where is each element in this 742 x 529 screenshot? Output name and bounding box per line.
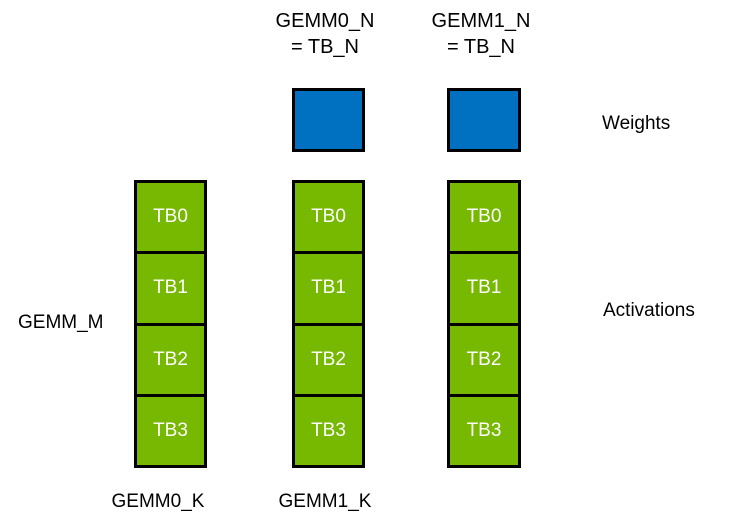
gemm1-n-label-line2: = TB_N bbox=[447, 36, 515, 58]
gemm0-n-header-label: GEMM0_N = TB_N bbox=[240, 8, 410, 60]
gemm0-n-label-line1: GEMM0_N bbox=[275, 10, 375, 32]
tb-cell: TB0 bbox=[450, 183, 518, 255]
activations-label: Activations bbox=[603, 300, 695, 321]
tb-cell: TB2 bbox=[137, 326, 204, 397]
gemm0-n-label-line2: = TB_N bbox=[291, 36, 359, 58]
gemm1-k-label: GEMM1_K bbox=[278, 491, 372, 512]
tb-cell: TB3 bbox=[466, 419, 502, 441]
tb-cell: TB2 bbox=[295, 326, 362, 397]
tb-cell: TB0 bbox=[137, 183, 204, 255]
tb-cell: TB1 bbox=[295, 254, 362, 326]
tb-cell: TB0 bbox=[295, 183, 362, 255]
activations-column-gemm1: TB0 TB1 TB2 TB3 bbox=[292, 180, 365, 468]
tb-cell: TB2 bbox=[450, 326, 518, 397]
weights-label: Weights bbox=[602, 113, 671, 134]
gemm-m-label: GEMM_M bbox=[18, 312, 104, 333]
gemm1-n-header-label: GEMM1_N = TB_N bbox=[396, 8, 566, 60]
activations-column-output: TB0 TB1 TB2 TB3 bbox=[447, 180, 521, 468]
activations-column-gemm0: TB0 TB1 TB2 TB3 bbox=[134, 180, 207, 468]
weights-block-gemm0 bbox=[292, 88, 365, 152]
tb-cell: TB1 bbox=[450, 254, 518, 326]
tb-cell: TB1 bbox=[137, 254, 204, 326]
gemm0-k-label: GEMM0_K bbox=[111, 491, 205, 512]
tb-cell: TB3 bbox=[311, 419, 346, 441]
gemm1-n-label-line1: GEMM1_N bbox=[431, 10, 531, 32]
tb-cell: TB3 bbox=[153, 419, 188, 441]
weights-block-gemm1 bbox=[447, 88, 521, 152]
